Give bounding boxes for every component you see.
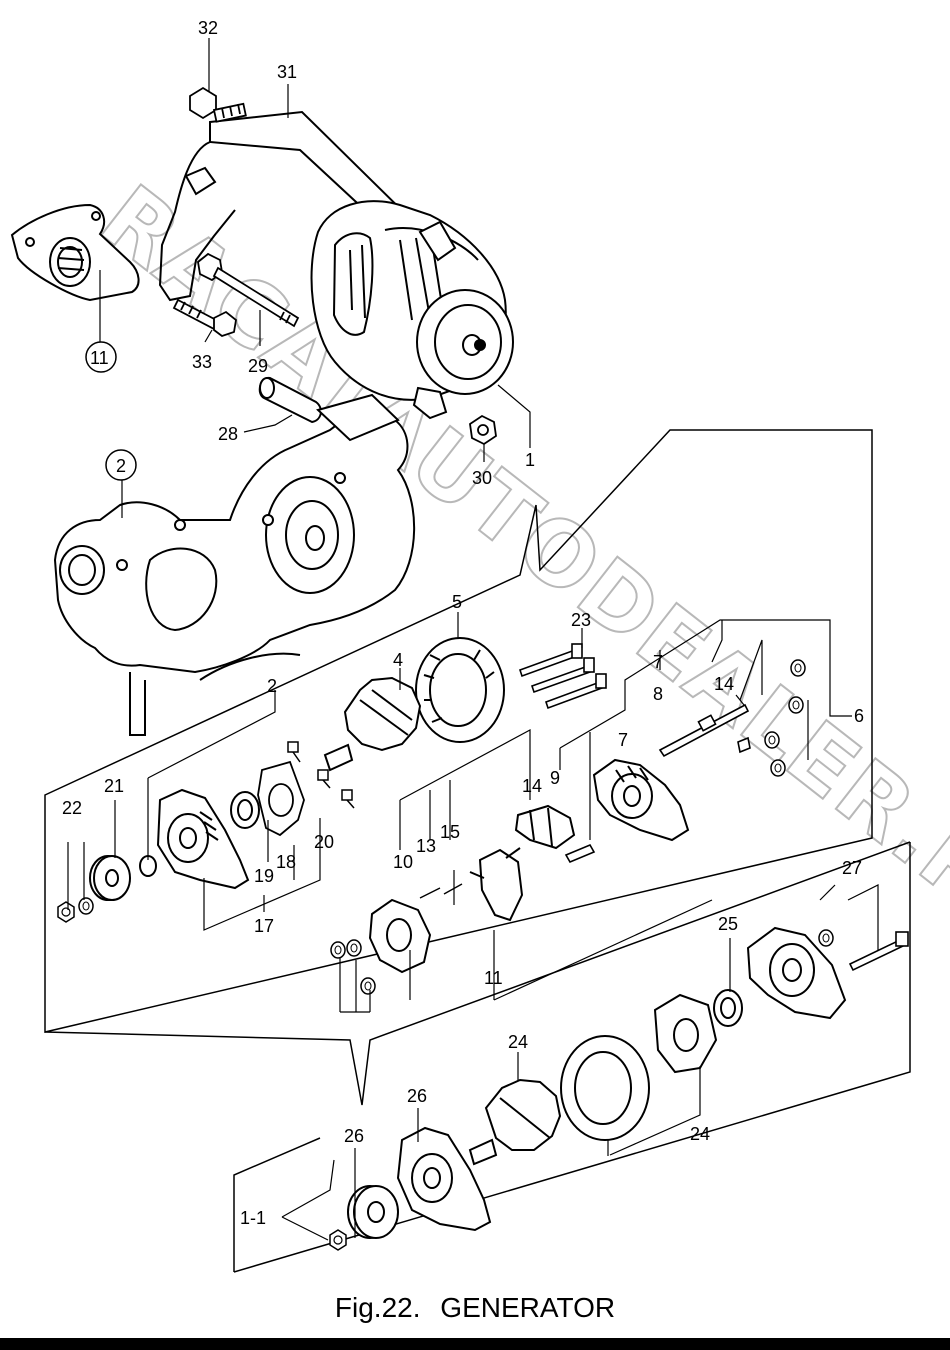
callout-25: 26 [407,1086,427,1106]
pulley-26 [347,1185,399,1239]
callout-1: 1 [525,450,535,470]
nut-20 [57,901,75,923]
callout-16: 18 [276,852,296,872]
rear-bracket-6 [592,758,690,842]
regulator-11 [514,804,576,850]
callout-24: 24 [690,1124,710,1144]
rectifier-24 [653,993,718,1074]
screws-18 [287,741,355,809]
callout-32: 32 [198,18,218,38]
brush-8 [564,843,596,864]
front-bracket-15 [156,788,250,890]
callout-13: 15 [440,822,460,842]
callout-22: 24 [508,1032,528,1052]
circled-callout-11: 11 [85,341,117,373]
bolt-32 [189,86,247,123]
callout-9: 10 [393,852,413,872]
callout-11: 14 [522,776,542,796]
leader-lines-top [99,38,531,518]
callout-19: 21 [104,776,124,796]
callout-28: 28 [218,424,238,444]
washer-20 [78,897,94,915]
bearing-17 [230,791,260,829]
front-housing-25 [396,1126,492,1232]
terminal-bolt-14 [658,703,751,758]
bearing-23 [713,989,743,1027]
callout-14: 14 [714,674,734,694]
callout-5: 6 [854,706,864,726]
callout-20: 22 [62,798,82,818]
callout-7b: 8 [653,684,663,704]
long-bolt-29 [197,252,300,328]
rotor-22 [468,1078,562,1166]
callout-1-1: 1-1 [240,1208,266,1228]
callout-12: 13 [416,836,436,856]
callout-17: 19 [254,866,274,886]
svg-text:2: 2 [116,456,126,476]
nuts-cover [330,939,376,995]
callout-2: 2 [267,676,277,696]
through-bolts-21 [518,643,607,710]
thermostat-housing-11 [10,203,140,302]
stator-4 [415,637,505,743]
callout-30: 30 [472,468,492,488]
screws-12 [419,883,463,899]
circled-callout-2: 2 [105,449,137,481]
engine-front-cover [53,393,416,736]
callout-10: 11 [484,968,503,988]
bolt-33 [172,298,237,338]
callout-18: 20 [314,832,334,852]
callout-21: 23 [571,610,591,630]
retainer-plate-16 [257,760,305,837]
figure-number: Fig.22. [334,1292,421,1323]
nut-30 [469,414,497,446]
nut-26 [329,1229,347,1251]
figure-caption: Fig.22. GENERATOR [0,1292,950,1324]
callout-31: 31 [277,62,297,82]
callout-3: 4 [393,650,403,670]
rotor-3 [323,676,422,772]
sleeve-28 [258,376,322,424]
figure-title: GENERATOR [440,1292,616,1323]
callout-15: 17 [254,916,274,936]
callout-labels: 32 31 33 29 28 30 1 11 2 5 23 4 7 2 8 14… [62,18,864,1228]
svg-text:11: 11 [90,348,109,368]
callout-6: 7 [618,730,628,750]
callout-7a: 7 [653,652,663,672]
callout-8: 9 [550,768,560,788]
rectifier-10 [469,847,524,922]
stator-24 [560,1035,650,1141]
callout-4: 5 [452,592,462,612]
callout-26: 26 [344,1126,364,1146]
pulley-19 [89,855,157,901]
leader-lines-exploded [67,612,879,1241]
callout-29: 29 [248,356,268,376]
cover-9 [368,898,432,974]
bolts-27 [818,929,909,972]
rear-housing-27 [746,926,847,1020]
callout-23: 25 [718,914,738,934]
bottom-border [0,1338,950,1350]
callout-27: 27 [842,858,862,878]
callout-33: 33 [192,352,212,372]
alternator-body [310,200,514,420]
